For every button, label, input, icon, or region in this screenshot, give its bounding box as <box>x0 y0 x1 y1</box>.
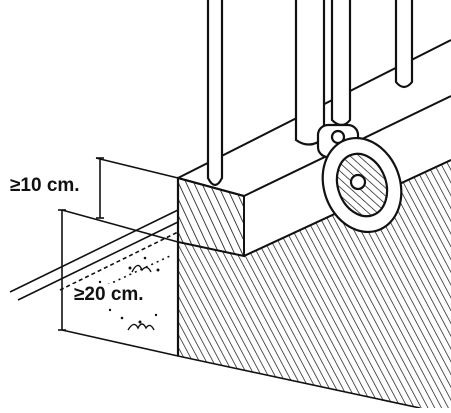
step-depth-label: ≥20 cm. <box>72 284 146 305</box>
ground-texture <box>98 256 160 324</box>
dimension-lines <box>58 157 179 357</box>
curb-block <box>176 159 451 409</box>
railing-posts <box>206 0 414 187</box>
curb-height-label: ≥10 cm. <box>8 175 82 196</box>
wheelchair-wheel-icon <box>316 123 403 234</box>
